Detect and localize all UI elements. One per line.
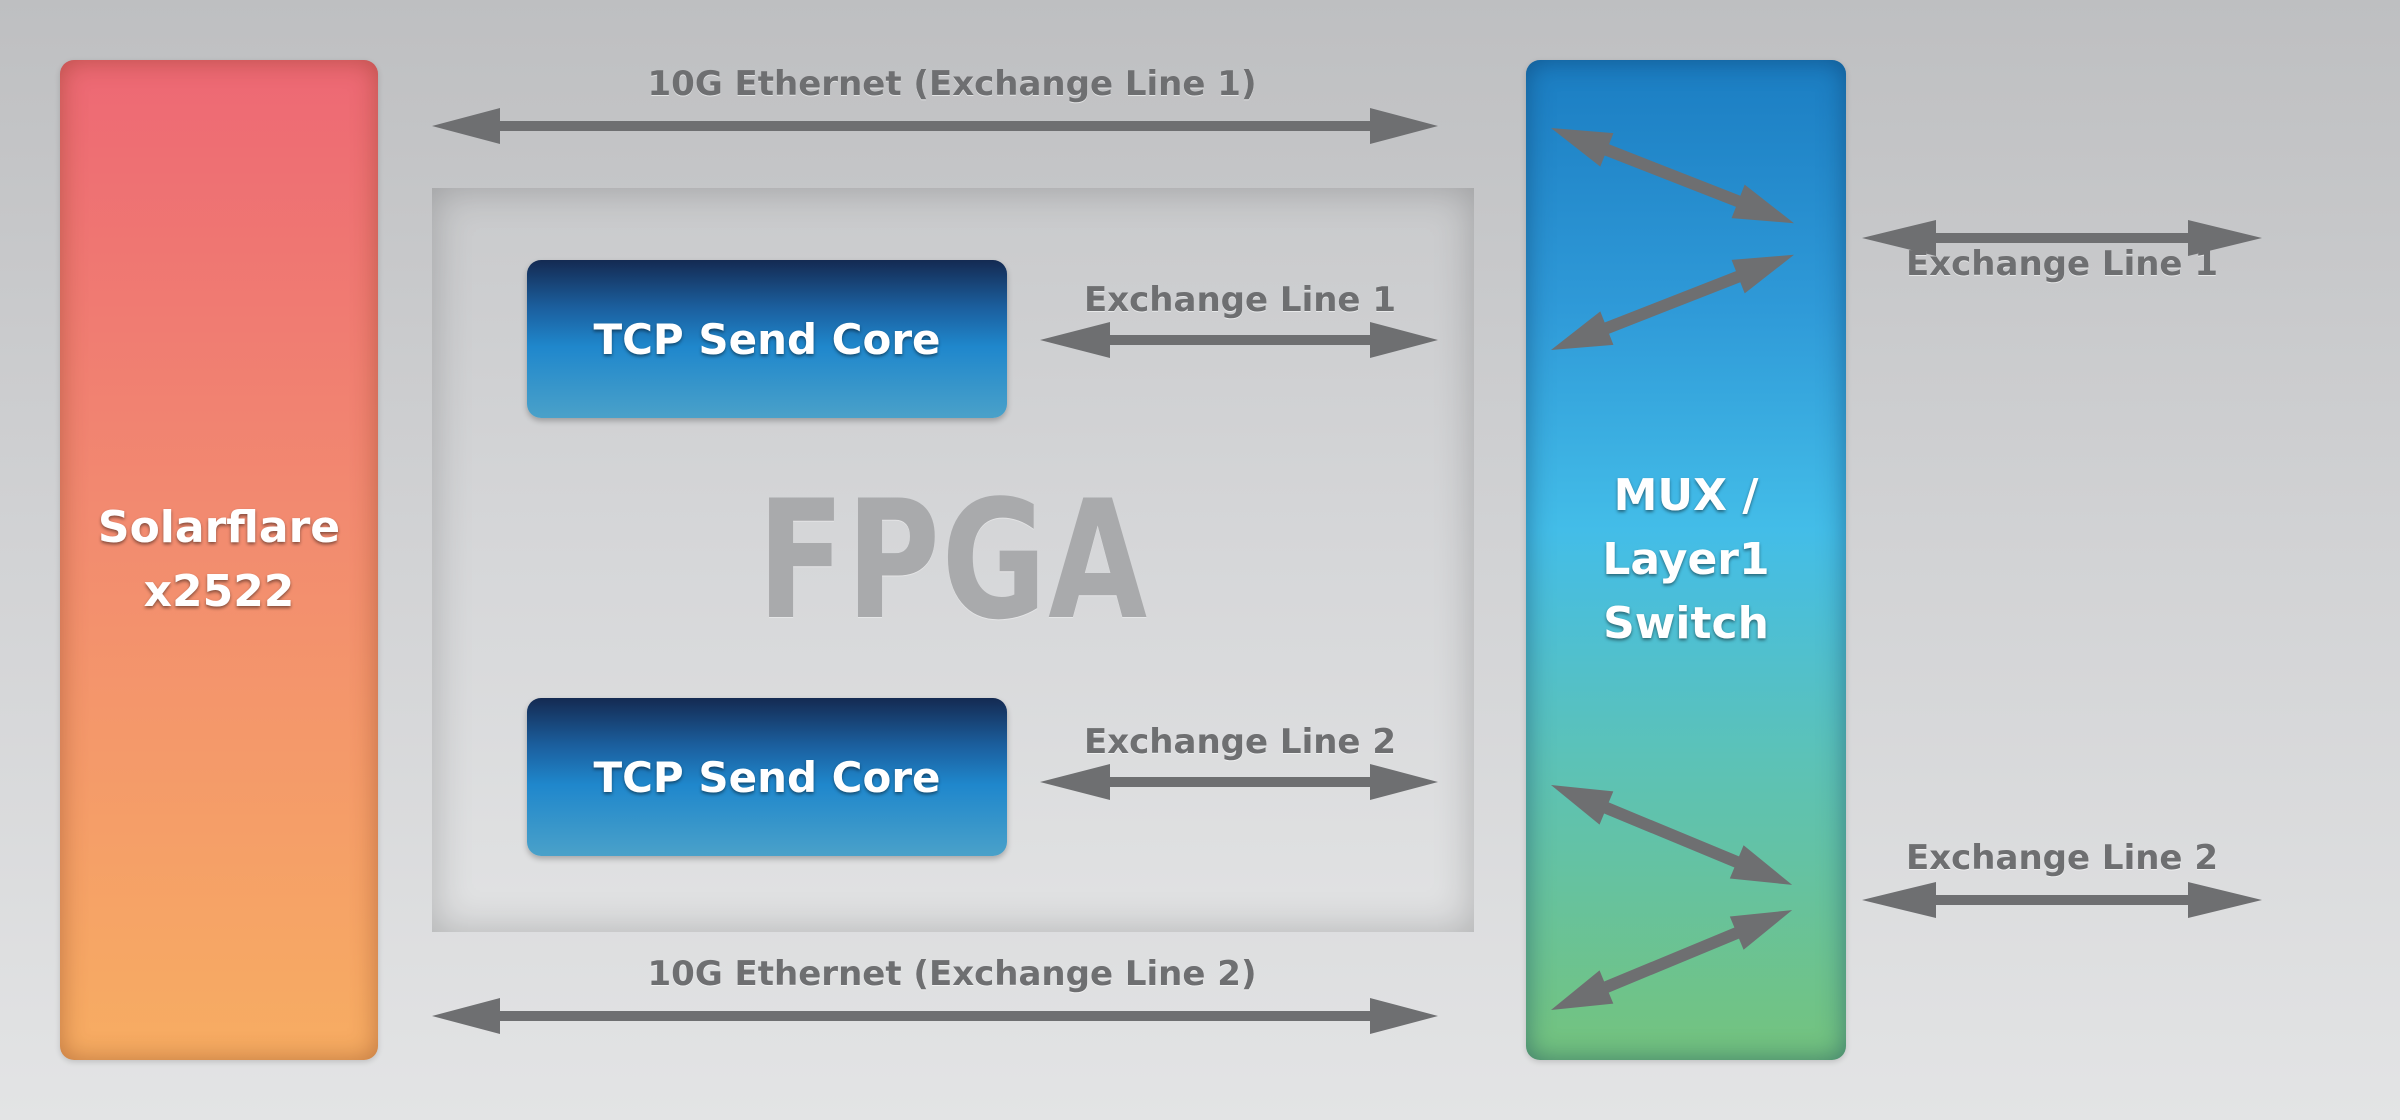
tcp-send-core-2-label: TCP Send Core bbox=[593, 752, 941, 802]
out-line-1-arrow bbox=[1862, 220, 2262, 256]
out-line-1-label: Exchange Line 1 bbox=[1906, 244, 2218, 284]
fpga-label: FPGA bbox=[757, 464, 1149, 656]
core-line-2-arrow bbox=[1040, 764, 1438, 800]
mux-top-upper-arrow bbox=[1551, 128, 1795, 224]
out-line-2-label: Exchange Line 2 bbox=[1906, 838, 2218, 878]
tcp-send-core-1-label: TCP Send Core bbox=[593, 314, 941, 364]
tcp-send-core-2 bbox=[527, 698, 1007, 856]
tcp-send-core-1 bbox=[527, 260, 1007, 418]
mux-top-lower-arrow bbox=[1551, 254, 1795, 350]
eth-line-1-label: 10G Ethernet (Exchange Line 1) bbox=[647, 64, 1257, 104]
mux-bottom-upper-arrow bbox=[1551, 785, 1793, 885]
core-line-1-arrow bbox=[1040, 322, 1438, 358]
mux-layer1-switch-box bbox=[1526, 60, 1846, 1060]
eth-line-2-label: 10G Ethernet (Exchange Line 2) bbox=[647, 954, 1257, 994]
core-line-2-label: Exchange Line 2 bbox=[1084, 722, 1396, 762]
core-line-1-label: Exchange Line 1 bbox=[1084, 280, 1396, 320]
out-line-2-arrow bbox=[1862, 882, 2262, 918]
solarflare-label: Solarflare x2522 bbox=[97, 502, 341, 617]
mux-bottom-lower-arrow bbox=[1551, 910, 1793, 1010]
eth-line-1-arrow bbox=[432, 108, 1438, 144]
eth-line-2-arrow bbox=[432, 998, 1438, 1034]
solarflare-nic-box bbox=[60, 60, 378, 1060]
